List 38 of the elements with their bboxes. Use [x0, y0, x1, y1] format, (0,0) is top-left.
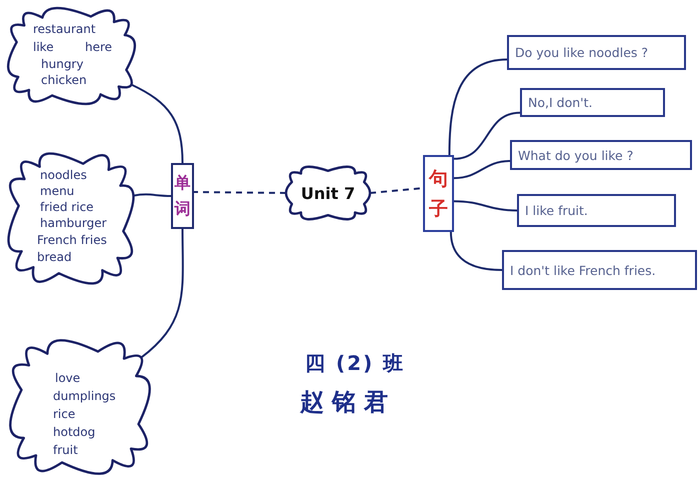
word-cloud: [5, 5, 138, 107]
word: here: [85, 40, 112, 54]
name-label: 赵铭君: [300, 387, 396, 418]
class-label: 四 (2) 班: [305, 350, 406, 377]
word: hamburger: [40, 216, 107, 230]
connector-line: [133, 193, 172, 197]
connector-line: [140, 229, 184, 358]
word: bread: [37, 250, 72, 264]
category-box: 单词: [171, 163, 194, 229]
sentence-box: I like fruit.: [517, 194, 676, 227]
connector-line: [130, 84, 184, 164]
word: French fries: [37, 233, 107, 247]
sentence-box: Do you like noodles ?: [507, 35, 686, 70]
word-cloud: [5, 150, 137, 287]
word: love: [55, 371, 80, 385]
word: restaurant: [33, 22, 96, 36]
word: fruit: [53, 443, 78, 457]
word: like: [33, 40, 54, 54]
word: menu: [40, 184, 74, 198]
word: fried rice: [40, 200, 94, 214]
word-cloud: [7, 337, 153, 477]
connector-line: [454, 160, 510, 180]
sentence-box: What do you like ?: [510, 140, 692, 170]
word: hungry: [41, 57, 84, 71]
dashed-connector: [194, 191, 286, 194]
word: rice: [53, 407, 76, 421]
connector-line: [454, 112, 520, 160]
category-box: 句子: [423, 155, 454, 232]
connector-line: [450, 232, 502, 271]
word: dumplings: [53, 389, 116, 403]
sentence-box: I don't like French fries.: [502, 250, 697, 290]
word: noodles: [40, 168, 87, 182]
topic-cloud: Unit 7: [283, 163, 373, 223]
sentence-box: No,I don't.: [520, 88, 665, 117]
word: chicken: [41, 73, 87, 87]
connector-line: [448, 58, 508, 156]
word: hotdog: [53, 425, 96, 439]
connector-line: [454, 200, 518, 212]
